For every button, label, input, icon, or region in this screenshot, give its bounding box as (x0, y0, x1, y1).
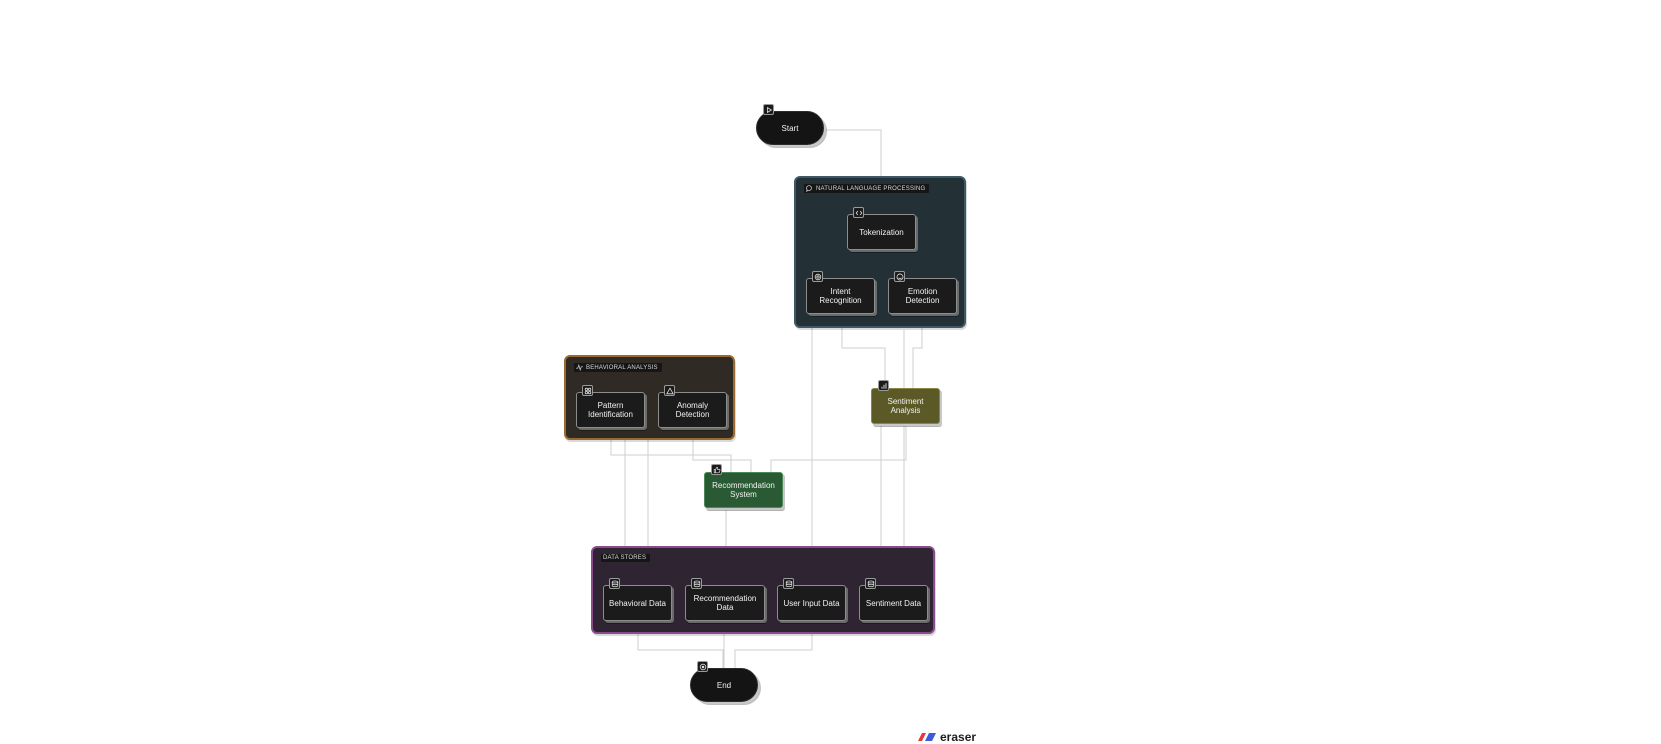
database-icon (609, 578, 620, 589)
node-label: Recommendation System (712, 481, 775, 499)
code-brackets-icon (853, 207, 864, 218)
edge-sentiment-recommendation (770, 424, 907, 472)
eraser-brand: eraser (915, 730, 976, 744)
node-recommendation-data[interactable]: Recommendation Data (685, 578, 765, 621)
group-label-text: DATA STORES (603, 555, 647, 561)
smile-icon (894, 271, 905, 282)
play-icon (763, 104, 774, 115)
node-sentiment-analysis[interactable]: Sentiment Analysis (871, 380, 940, 424)
node-label: Anomaly Detection (675, 401, 710, 419)
node-label: Sentiment Analysis (887, 397, 924, 415)
node-label: User Input Data (783, 598, 840, 608)
node-intent-recognition[interactable]: Intent Recognition (806, 271, 875, 314)
node-label: End (716, 680, 732, 690)
group-label-text: BEHAVIORAL ANALYSIS (586, 364, 658, 371)
group-label-text: NATURAL LANGUAGE PROCESSING (816, 185, 926, 192)
bar-chart-icon (878, 380, 889, 391)
target-icon (812, 271, 823, 282)
node-recommendation-system[interactable]: Recommendation System (704, 464, 783, 508)
node-label: Pattern Identification (588, 401, 633, 419)
database-icon (865, 578, 876, 589)
thumbs-up-icon (711, 464, 722, 475)
eraser-logo-icon (918, 733, 936, 741)
node-pattern-identification[interactable]: Pattern Identification (576, 385, 645, 428)
node-label: Start (781, 123, 799, 133)
activity-icon (576, 364, 583, 371)
warning-triangle-icon (664, 385, 675, 396)
node-label: Sentiment Data (865, 598, 922, 608)
node-label: Recommendation Data (693, 594, 757, 612)
stop-icon (697, 661, 708, 672)
node-emotion-detection[interactable]: Emotion Detection (888, 271, 957, 314)
node-sentiment-data[interactable]: Sentiment Data (859, 578, 928, 621)
group-label-nlp: NATURAL LANGUAGE PROCESSING (804, 184, 930, 193)
node-label: Behavioral Data (609, 598, 666, 608)
chat-bubble-icon (806, 185, 812, 192)
database-icon (783, 578, 794, 589)
grid-icon (582, 385, 593, 396)
node-start[interactable]: Start (756, 104, 824, 145)
node-end[interactable]: End (690, 661, 758, 702)
node-anomaly-detection[interactable]: Anomaly Detection (658, 385, 727, 428)
group-label-data-stores: DATA STORES (601, 554, 651, 562)
database-icon (691, 578, 702, 589)
node-behavioral-data[interactable]: Behavioral Data (603, 578, 672, 621)
node-label: Tokenization (859, 227, 904, 237)
node-tokenization[interactable]: Tokenization (847, 207, 916, 250)
group-label-behavioral: BEHAVIORAL ANALYSIS (574, 363, 662, 372)
brand-name: eraser (940, 730, 977, 744)
node-label: Intent Recognition (819, 287, 862, 305)
node-user-input-data[interactable]: User Input Data (777, 578, 846, 621)
node-label: Emotion Detection (905, 287, 940, 305)
